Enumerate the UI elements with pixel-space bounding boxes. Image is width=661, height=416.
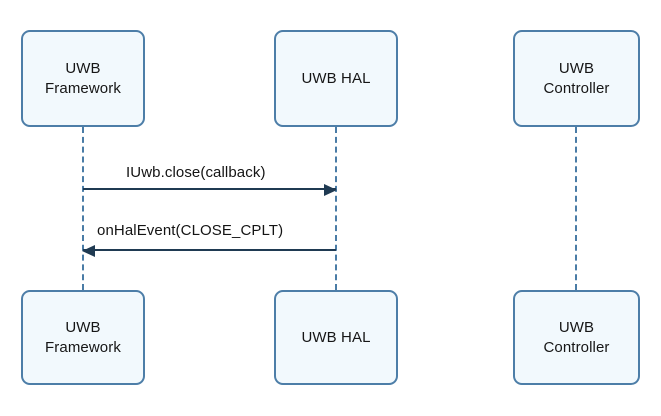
- message-label-onhalevent-close-cplt: onHalEvent(CLOSE_CPLT): [97, 222, 284, 239]
- participant-foot-uwb-controller[interactable]: UWB Controller: [513, 290, 640, 385]
- message-label-iuwb-close: IUwb.close(callback): [126, 164, 266, 181]
- participant-label-uwb-framework: UWB Framework: [45, 60, 121, 97]
- participant-head-uwb-controller[interactable]: UWB Controller: [513, 30, 640, 127]
- arrowhead-right-icon: [324, 184, 337, 196]
- participant-foot-label-uwb-controller: UWB Controller: [543, 319, 610, 356]
- participant-head-uwb-framework[interactable]: UWB Framework: [21, 30, 145, 127]
- lifeline-uwb-framework: [82, 127, 84, 290]
- participant-foot-uwb-hal[interactable]: UWB HAL: [274, 290, 398, 385]
- participant-label-uwb-controller: UWB Controller: [543, 60, 610, 97]
- arrowhead-left-icon: [82, 245, 95, 257]
- message-arrow-iuwb-close[interactable]: [83, 184, 337, 196]
- participant-label-uwb-hal: UWB HAL: [301, 69, 371, 87]
- participant-head-uwb-hal[interactable]: UWB HAL: [274, 30, 398, 127]
- lifeline-uwb-controller: [575, 127, 577, 290]
- lifeline-uwb-hal: [335, 127, 337, 290]
- participant-foot-label-uwb-framework: UWB Framework: [45, 319, 121, 356]
- participant-foot-label-uwb-hal: UWB HAL: [301, 328, 371, 346]
- message-arrow-onhalevent-close-cplt[interactable]: [82, 245, 336, 257]
- participant-foot-uwb-framework[interactable]: UWB Framework: [21, 290, 145, 385]
